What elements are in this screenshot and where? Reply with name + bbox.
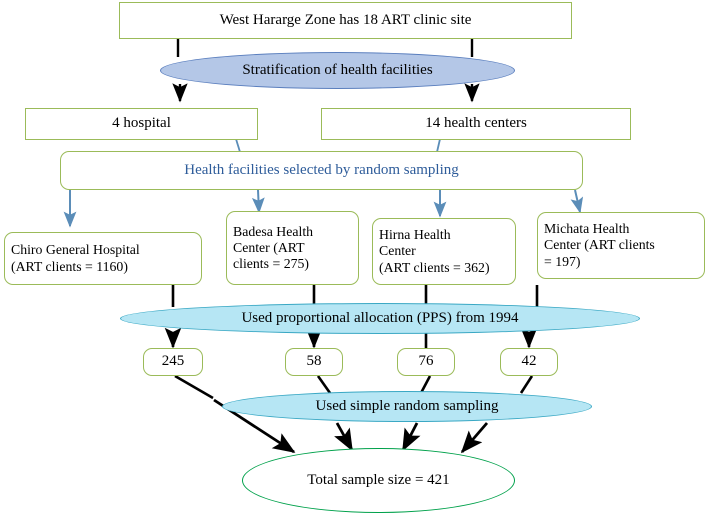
random-sampling-label: Health facilities selected by random sam…	[184, 161, 459, 178]
facility-line-1: Hirna Health	[379, 227, 451, 243]
facility-line-2: (ART clients = 1160)	[11, 258, 128, 274]
allocation-value: 245	[161, 353, 185, 370]
facility-box-hirna-health-center: Hirna Health Center (ART clients = 362)	[372, 218, 516, 285]
total-sample-ellipse: Total sample size = 421	[242, 448, 515, 513]
allocation-value: 76	[418, 353, 434, 370]
pps-allocation-ellipse: Used proportional allocation (PPS) from …	[120, 303, 640, 334]
connector-allocations-to-srs	[174, 374, 534, 400]
facility-line-2: Center	[379, 243, 416, 259]
facility-line-3: clients = 275)	[233, 256, 309, 272]
facility-line-1: Michata Health	[544, 221, 630, 237]
allocation-value: 58	[306, 353, 322, 370]
facility-label: Badesa Health Center (ART clients = 275)	[233, 224, 313, 273]
connector-pps-to-allocations	[164, 327, 538, 349]
facility-line-2: Center (ART	[233, 239, 305, 255]
simple-random-sampling-ellipse: Used simple random sampling	[222, 391, 592, 422]
source-population-box: West Hararge Zone has 18 ART clinic site	[119, 2, 572, 39]
facility-box-badesa-health-center: Badesa Health Center (ART clients = 275)	[226, 211, 359, 285]
stratification-ellipse: Stratification of health facilities	[160, 52, 515, 89]
facility-line-3: (ART clients = 362)	[379, 259, 490, 275]
facility-label: Hirna Health Center (ART clients = 362)	[379, 227, 490, 276]
random-sampling-box: Health facilities selected by random sam…	[60, 151, 583, 190]
allocation-box-badesa: 58	[285, 348, 343, 376]
facility-line-1: Chiro General Hospital	[11, 242, 140, 258]
total-sample-label: Total sample size = 421	[307, 471, 450, 488]
allocation-box-michata: 42	[500, 348, 558, 376]
facility-line-3: = 197)	[544, 253, 581, 269]
allocation-box-hirna: 76	[397, 348, 455, 376]
connector-srs-to-total	[213, 398, 489, 454]
connector-source-to-stratification	[176, 38, 474, 57]
facility-line-2: Center (ART clients	[544, 237, 655, 253]
facility-label: Michata Health Center (ART clients = 197…	[544, 221, 655, 270]
source-population-label: West Hararge Zone has 18 ART clinic site	[219, 11, 472, 28]
health-centers-stratum-label: 14 health centers	[425, 115, 527, 132]
connector-random-sampling-to-facilities	[63, 189, 584, 228]
facility-line-1: Badesa Health	[233, 223, 314, 239]
health-centers-stratum-box: 14 health centers	[321, 108, 631, 140]
allocation-box-chiro: 245	[143, 348, 203, 376]
facility-box-chiro-general-hospital: Chiro General Hospital (ART clients = 11…	[4, 232, 202, 285]
facility-box-michata-health-center: Michata Health Center (ART clients = 197…	[537, 212, 705, 279]
facility-label: Chiro General Hospital (ART clients = 11…	[11, 242, 140, 275]
connector-stratification-to-strata	[172, 83, 480, 103]
connector-strata-to-random-sampling	[235, 138, 441, 153]
allocation-value: 42	[521, 353, 537, 370]
simple-random-sampling-label: Used simple random sampling	[315, 397, 499, 414]
hospitals-stratum-label: 4 hospital	[112, 115, 171, 132]
hospitals-stratum-box: 4 hospital	[25, 108, 258, 140]
pps-allocation-label: Used proportional allocation (PPS) from …	[241, 309, 519, 326]
stratification-label: Stratification of health facilities	[242, 61, 433, 78]
